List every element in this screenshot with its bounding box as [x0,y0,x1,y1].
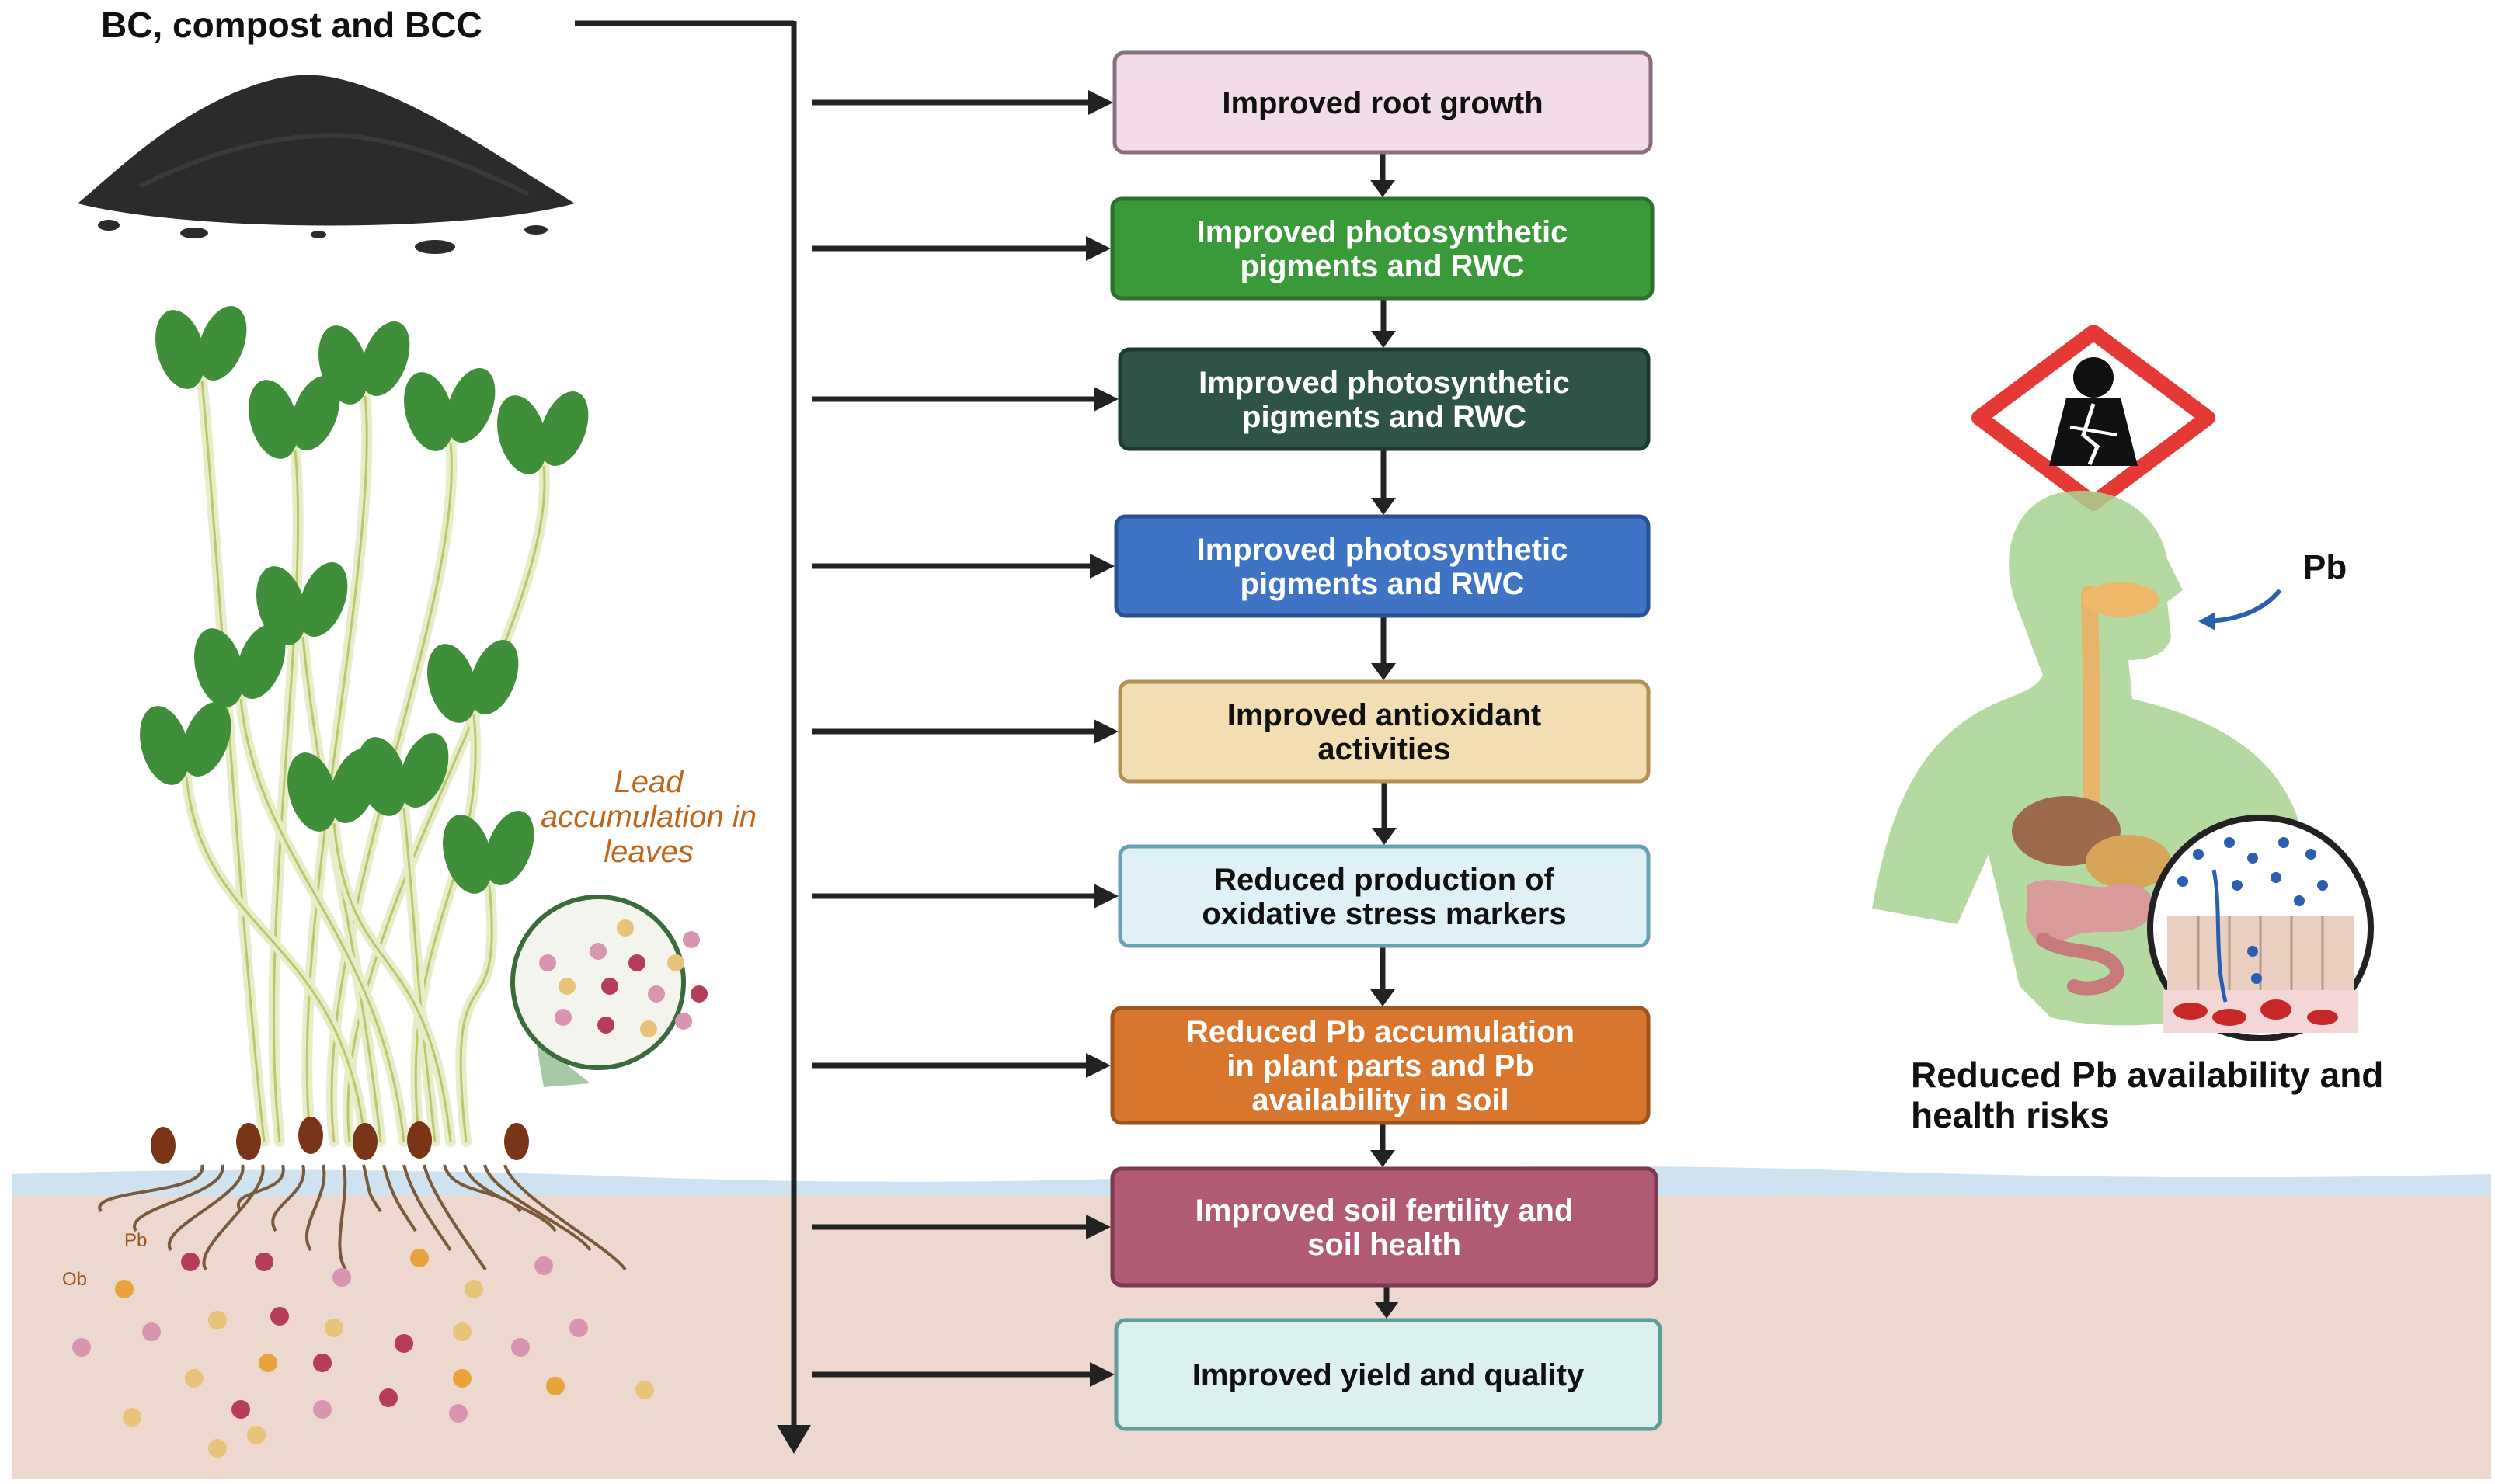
step-link-arrowhead [1374,1302,1399,1319]
leaf-zoom-callout [510,895,708,1087]
bus-to-step-arrowhead [1090,1362,1115,1387]
flow-step-text: pigments and RWC [1242,400,1526,434]
step-link-arrowhead [1372,828,1397,845]
flow-step-text: in plant parts and Pb [1227,1049,1534,1083]
flow-step-text: Improved yield and quality [1192,1358,1585,1392]
health-caption-line-1: Reduced Pb availability and [1911,1055,2383,1095]
bus-arrowhead [777,1425,811,1454]
flow-step-box [1118,844,1651,948]
intestine-zoom-icon [2147,815,2374,1041]
flow-step-text: activities [1317,732,1450,766]
health-caption-line-2: health risks [1911,1095,2110,1135]
seedlings-icon [98,306,627,1271]
soil-label-pb: Pb [124,1230,147,1251]
flow-step-text: pigments and RWC [1241,249,1525,283]
step-link-arrowhead [1371,498,1396,515]
bus-to-step-arrowhead [1094,719,1119,744]
bus-to-step-arrowhead [1086,236,1111,261]
flow-step-box [1118,347,1651,451]
pb-arrowhead [2198,612,2215,631]
callout-line-1: Lead [614,765,685,799]
source-label: BC, compost and BCC [101,5,482,45]
flow-step-box [1114,514,1651,618]
flow-step-text: Improved root growth [1222,86,1543,120]
flow-step-1: Improved root growth [1112,50,1653,155]
step-link-arrowhead [1370,1150,1395,1167]
flow-step-box [1110,1006,1651,1125]
flow-arrows [812,90,1399,1387]
flow-step-text: Improved photosynthetic [1199,366,1570,400]
flow-step-box [1118,679,1651,784]
soil-label-ob: Ob [62,1269,87,1290]
bus-to-step-arrowhead [1088,90,1113,115]
flow-step-text: Reduced Pb accumulation [1186,1015,1575,1049]
hazard-sign-icon [1971,325,2215,511]
bus-to-step-arrowhead [1094,387,1119,412]
input-bus [575,20,811,1454]
soil-particles [72,1249,654,1458]
flow-step-text: Improved soil fertility and [1195,1194,1574,1228]
flow-step-text: Improved photosynthetic [1197,533,1568,567]
flow-step-text: Improved photosynthetic [1197,215,1568,249]
flow-step-text: Reduced production of [1214,863,1554,897]
flow-step-box [1112,50,1653,155]
flow-step-text: oxidative stress markers [1202,897,1566,931]
bus-to-step-arrowhead [1086,1053,1111,1078]
flow-step-9: Improved yield and quality [1114,1318,1662,1431]
step-link-arrowhead [1370,989,1395,1006]
flow-step-text: soil health [1307,1228,1461,1262]
flow-step-text: Improved antioxidant [1227,698,1542,732]
compost-heap-icon [78,75,575,254]
flow-step-text: availability in soil [1251,1083,1508,1117]
flow-step-text: pigments and RWC [1241,567,1525,601]
flow-step-box [1110,196,1655,301]
bus-to-step-arrowhead [1090,554,1115,579]
bus-to-step-arrowhead [1094,884,1119,909]
callout-line-3: leaves [604,835,694,869]
step-link-arrowhead [1370,180,1395,197]
step-link-arrowhead [1371,331,1396,348]
flow-step-box [1110,1166,1658,1288]
flow-step-box [1114,1318,1662,1431]
step-link-arrowhead [1371,663,1396,680]
callout-line-2: accumulation in [541,800,757,834]
bus-to-step-arrowhead [1086,1215,1111,1239]
pb-label: Pb [2303,548,2347,586]
